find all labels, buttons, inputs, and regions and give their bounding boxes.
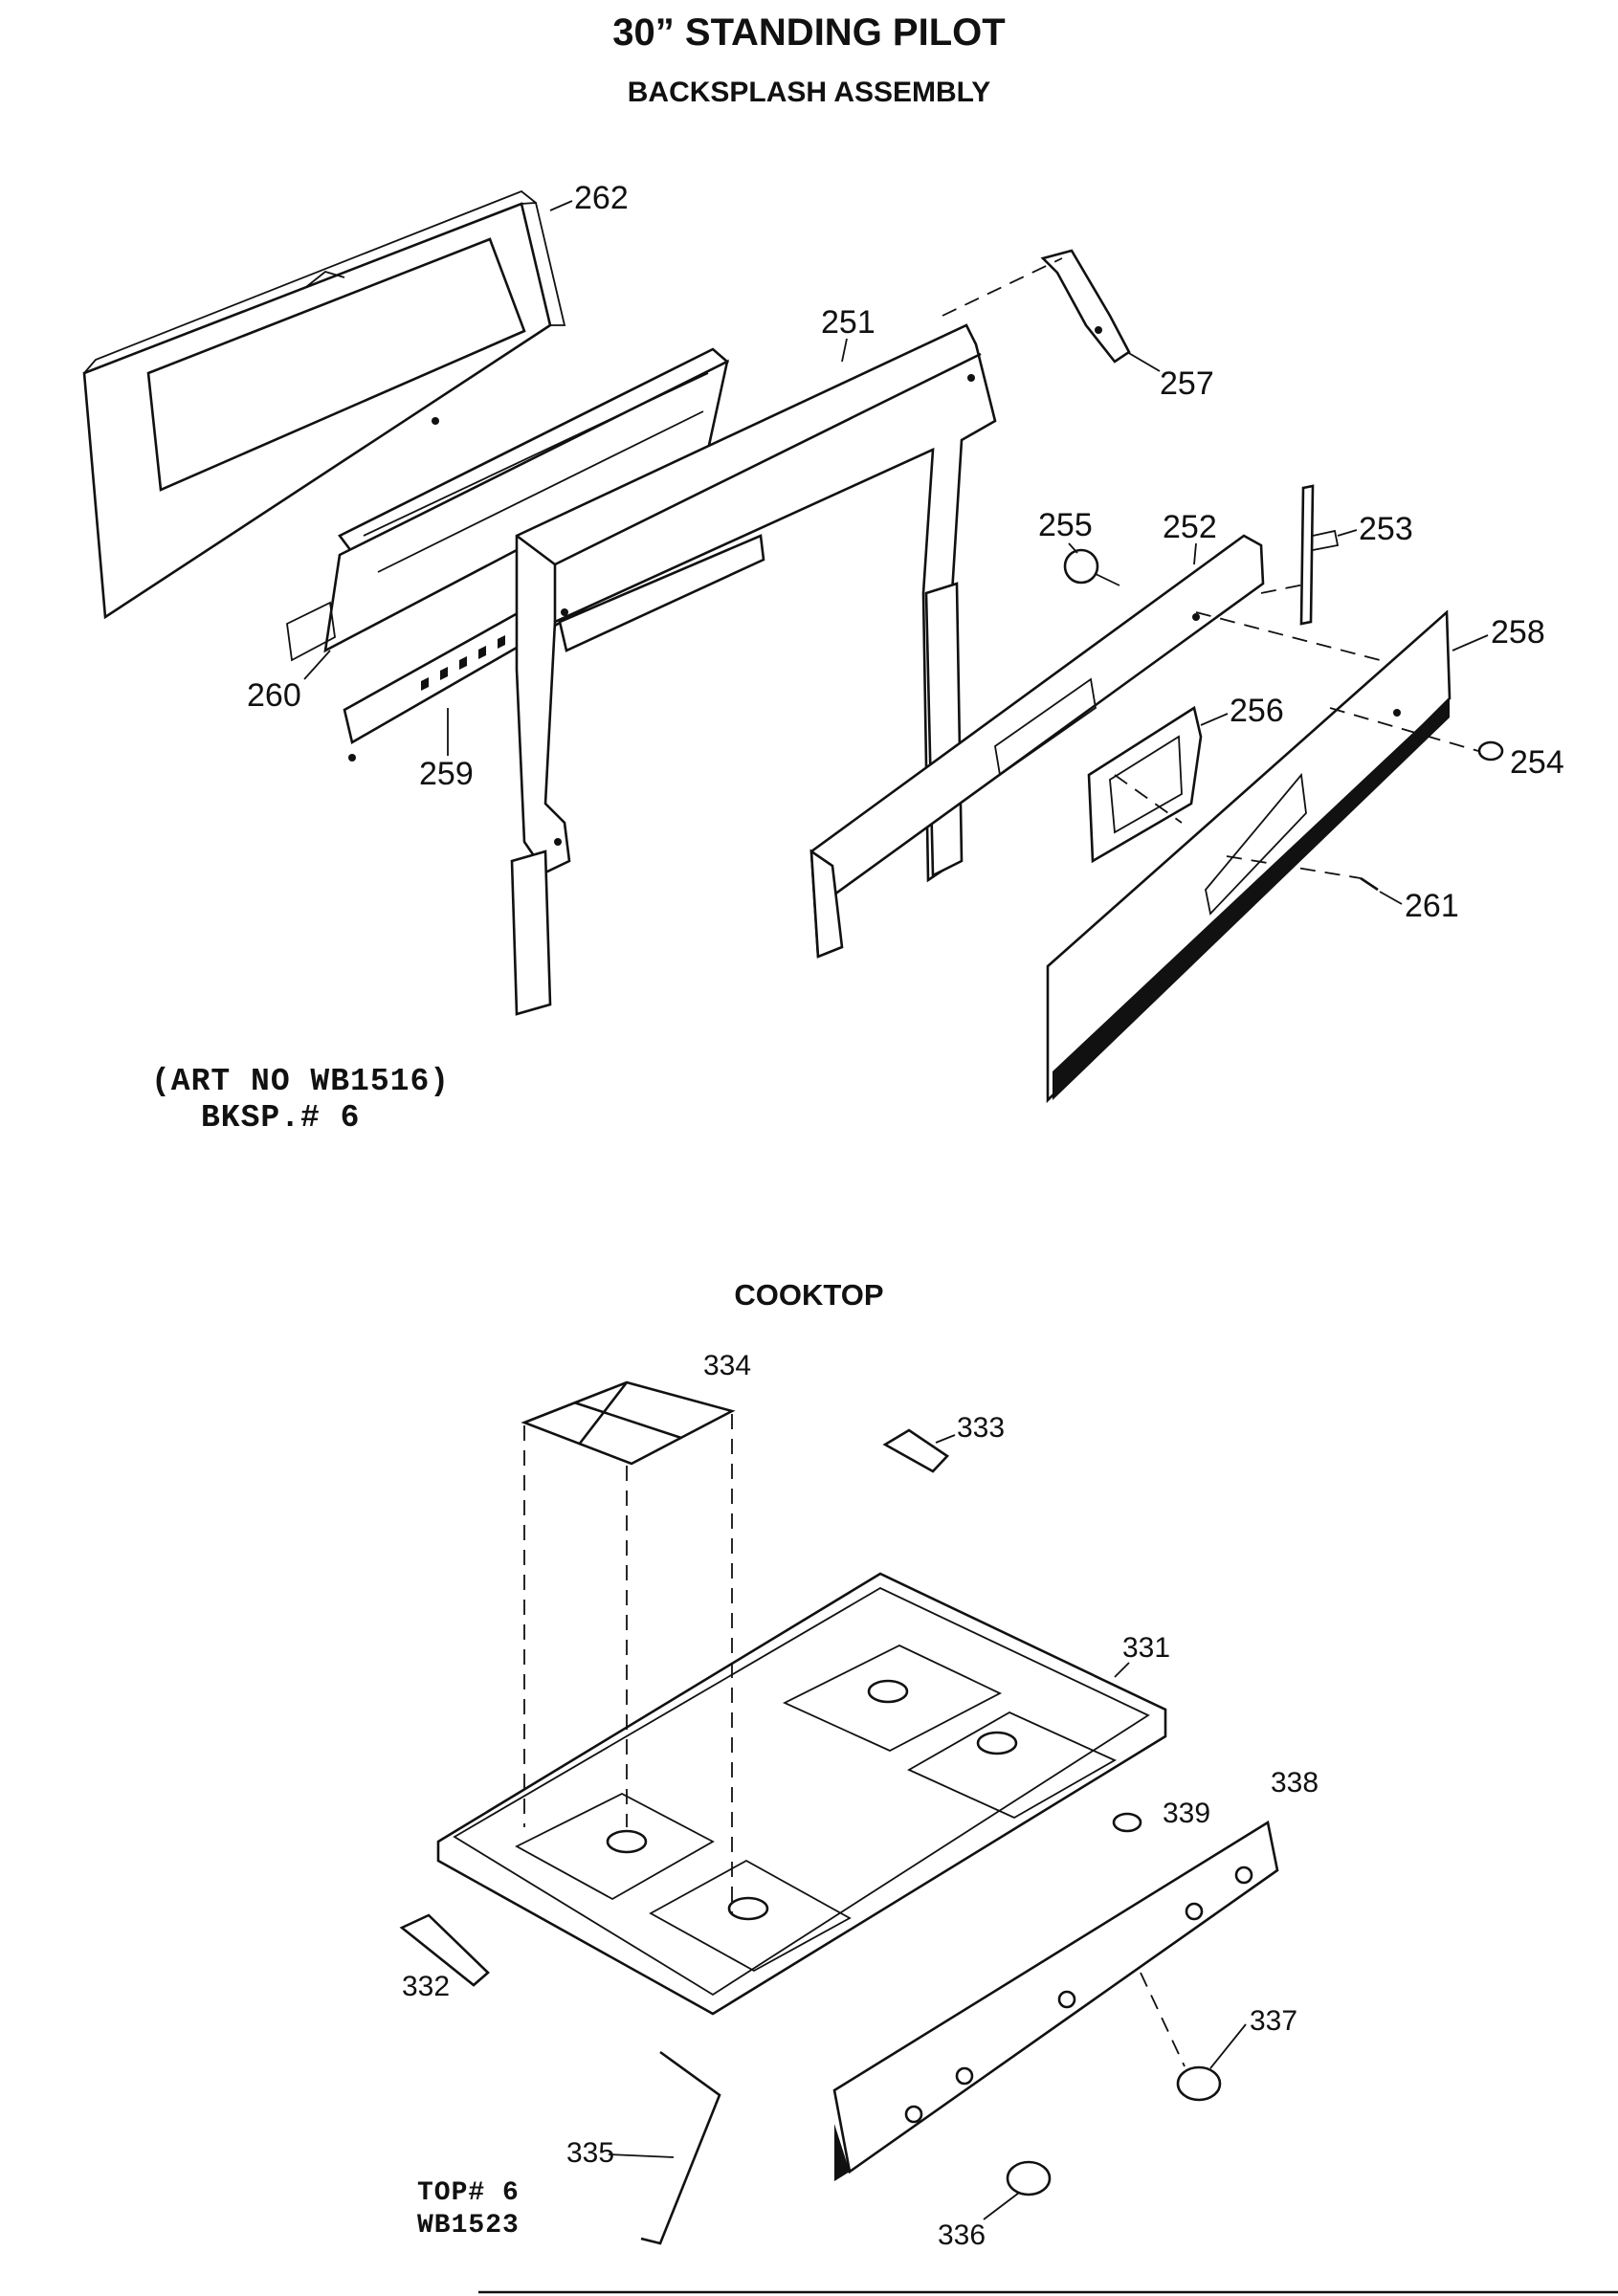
part-261-screw: [1360, 876, 1379, 892]
label-339: 339: [1163, 1798, 1210, 1829]
label-335: 335: [566, 2137, 614, 2169]
cooktop-section-title: COOKTOP: [734, 1278, 884, 1312]
part-333-bracket: [882, 1428, 949, 1473]
label-251: 251: [821, 304, 875, 341]
part-337-knob: [1176, 2065, 1222, 2102]
label-262: 262: [574, 180, 629, 216]
label-254: 254: [1510, 744, 1564, 781]
part-252-control-panel: [809, 534, 1265, 959]
label-336: 336: [938, 2219, 986, 2251]
backsplash-model: BKSP.# 6: [201, 1100, 361, 1136]
label-252: 252: [1163, 509, 1217, 545]
label-260: 260: [247, 677, 301, 714]
part-253-bracket: [1299, 484, 1340, 626]
label-334: 334: [703, 1350, 751, 1381]
cooktop-callouts: 334 333 331 338 339 332 337 335 336: [402, 1350, 1319, 2251]
label-256: 256: [1230, 693, 1284, 729]
part-336-knob: [1006, 2160, 1052, 2197]
part-338-manifold-panel: [832, 1820, 1279, 2181]
part-256-clock: [1087, 705, 1203, 864]
part-334-grate: [521, 1380, 736, 1466]
label-258: 258: [1491, 614, 1545, 651]
backsplash-section-title: BACKSPLASH ASSEMBLY: [627, 77, 991, 108]
part-262-rear-panel: [82, 189, 566, 620]
label-259: 259: [419, 756, 474, 792]
part-260-channel: [286, 347, 730, 662]
cooktop-art-number: WB1523: [417, 2211, 520, 2241]
label-255: 255: [1038, 507, 1093, 543]
cooktop-art-note: TOP# 6 WB1523: [417, 2177, 520, 2242]
label-337: 337: [1250, 2005, 1297, 2037]
part-258-front-glass: [1046, 609, 1452, 1104]
backsplash-callouts: 262 251 257 255 252 253 258 256 254 260 …: [247, 180, 1564, 924]
label-253: 253: [1359, 511, 1413, 547]
label-257: 257: [1160, 365, 1214, 402]
backsplash-art-number: (ART NO WB1516): [151, 1064, 451, 1099]
cooktop-model: TOP# 6: [417, 2178, 520, 2208]
part-331-cooktop: [436, 1572, 1167, 2016]
backsplash-art-note: (ART NO WB1516) BKSP.# 6: [151, 1064, 450, 1137]
label-333: 333: [957, 1412, 1005, 1444]
part-339-valve: [1112, 1812, 1142, 1833]
label-331: 331: [1122, 1632, 1170, 1664]
part-257-side-trim: [1040, 249, 1131, 364]
part-332-bracket: [399, 1913, 490, 1987]
label-261: 261: [1405, 888, 1459, 924]
label-332: 332: [402, 1971, 450, 2002]
part-335-rod: [640, 2050, 721, 2245]
part-254-nut: [1477, 740, 1504, 762]
page-title: 30” STANDING PILOT: [612, 11, 1006, 54]
part-255-thermostat: [1063, 548, 1120, 586]
label-338: 338: [1271, 1767, 1319, 1799]
